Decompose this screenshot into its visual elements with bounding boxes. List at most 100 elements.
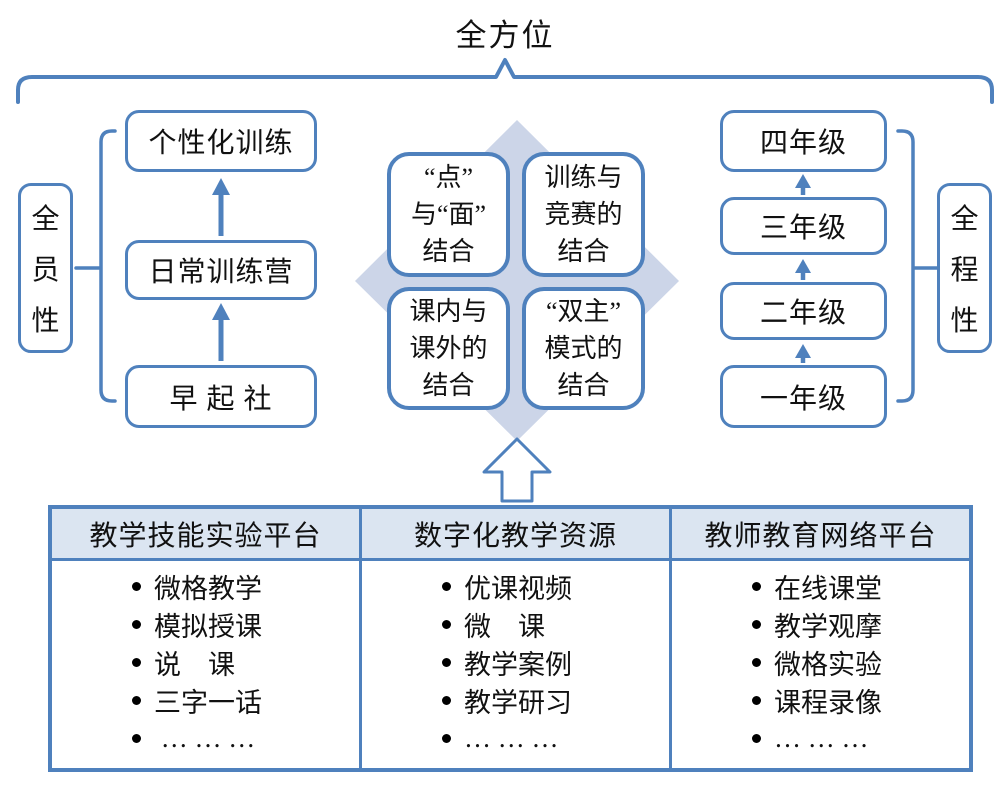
side-label-char: 全	[31, 204, 60, 235]
box-line: 结合	[557, 237, 610, 266]
bullet-icon	[442, 619, 451, 629]
list-item: 微 课	[442, 605, 669, 643]
bullet-icon	[442, 657, 451, 667]
right-box-grade-1: 一年级	[720, 365, 887, 428]
center-box-in-out-class: 课内与 课外的 结合	[387, 287, 510, 410]
side-label-char: 性	[31, 306, 60, 337]
table-header-skills-platform: 教学技能实验平台	[52, 509, 359, 561]
bullet-icon	[132, 695, 141, 705]
list-item: 微格教学	[132, 567, 359, 605]
list-item: 优课视频	[442, 567, 669, 605]
box-line: 模式的	[544, 334, 623, 363]
list-item: 在线课堂	[752, 567, 969, 605]
list-item: 课程录像	[752, 681, 969, 719]
right-box-grade-3: 三年级	[720, 197, 887, 255]
box-line: 结合	[422, 237, 475, 266]
list-item-label: 优课视频	[464, 573, 572, 604]
top-brace	[16, 58, 994, 104]
bullet-icon	[132, 657, 141, 667]
box-label: 早 起 社	[169, 383, 273, 415]
list-item-label: 教学案例	[464, 649, 572, 680]
list-item-label: … … …	[774, 722, 869, 753]
left-bracket	[74, 129, 117, 403]
box-label: 个性化训练	[148, 128, 294, 159]
left-up-arrow-2	[212, 178, 230, 236]
right-box-grade-2: 二年级	[720, 282, 887, 340]
diagram-title: 全方位	[455, 18, 555, 53]
right-box-grade-4: 四年级	[720, 110, 887, 172]
box-line: 竞赛的	[544, 200, 623, 229]
list-item-label: 微 课	[464, 611, 545, 642]
box-line: 结合	[422, 371, 475, 400]
list-item-label: 微格教学	[154, 573, 262, 604]
side-label-char: 性	[950, 306, 979, 337]
list-item-label: 说 课	[154, 649, 235, 680]
center-box-point-and-area: “点” 与“面” 结合	[387, 152, 510, 277]
box-line: 结合	[557, 371, 610, 400]
box-line: 与“面”	[410, 200, 487, 229]
bullet-icon	[442, 581, 451, 591]
list-item: 三字一话	[132, 681, 359, 719]
table-column-skills-platform: 微格教学 模拟授课 说 课 三字一话 … … …	[52, 561, 359, 768]
bullet-icon	[752, 733, 761, 743]
list-item-label: 教学观摩	[774, 611, 882, 642]
list-item: 模拟授课	[132, 605, 359, 643]
right-up-arrow-2	[795, 259, 811, 280]
bullet-icon	[752, 581, 761, 591]
right-up-arrow-1	[795, 174, 811, 195]
bullet-icon	[442, 733, 451, 743]
bullet-icon	[132, 733, 141, 743]
box-line: “双主”	[545, 297, 622, 326]
box-line: 课外的	[409, 334, 488, 363]
list-item: 教学观摩	[752, 605, 969, 643]
left-box-personalized-training: 个性化训练	[125, 110, 317, 172]
list-item: … … …	[442, 719, 669, 757]
list-item-label: 课程录像	[774, 687, 882, 718]
list-item-label: 微格实验	[774, 649, 882, 680]
table-column-digital-resources: 优课视频 微 课 教学案例 教学研习 … … …	[359, 561, 669, 768]
side-label-char: 程	[950, 255, 979, 286]
list-item: … … …	[132, 719, 359, 757]
box-label: 三年级	[759, 213, 847, 244]
center-box-training-competition: 训练与 竞赛的 结合	[522, 152, 645, 277]
block-up-arrow	[482, 437, 552, 503]
bullet-icon	[752, 619, 761, 629]
side-label-char: 员	[31, 255, 60, 286]
platform-table: 教学技能实验平台 数字化教学资源 教师教育网络平台 微格教学 模拟授课 说 课 …	[48, 505, 973, 772]
list-item-label: 模拟授课	[154, 611, 262, 642]
bullet-icon	[132, 619, 141, 629]
side-label-char: 全	[950, 204, 979, 235]
right-up-arrow-3	[795, 344, 811, 363]
list-item: 教学案例	[442, 643, 669, 681]
list-item: … … …	[752, 719, 969, 757]
list-item-label: … … …	[154, 722, 256, 753]
list-item-label: … … …	[464, 722, 559, 753]
center-box-dual-subject-mode: “双主” 模式的 结合	[522, 287, 645, 410]
box-label: 四年级	[759, 128, 847, 159]
right-side-label: 全 程 性	[937, 183, 992, 353]
table-column-network-platform: 在线课堂 教学观摩 微格实验 课程录像 … … …	[669, 561, 969, 768]
bullet-icon	[132, 581, 141, 591]
list-item: 教学研习	[442, 681, 669, 719]
box-line: 训练与	[544, 163, 623, 192]
box-label: 日常训练营	[148, 257, 294, 288]
right-bracket	[896, 129, 939, 403]
bullet-icon	[752, 657, 761, 667]
bullet-icon	[442, 695, 451, 705]
box-label: 一年级	[759, 383, 847, 415]
table-header-digital-resources: 数字化教学资源	[359, 509, 669, 561]
left-side-label: 全 员 性	[18, 183, 73, 353]
list-item: 微格实验	[752, 643, 969, 681]
left-box-daily-training-camp: 日常训练营	[125, 240, 317, 300]
box-line: “点”	[423, 163, 474, 192]
list-item-label: 在线课堂	[774, 573, 882, 604]
list-item-label: 教学研习	[464, 687, 572, 718]
list-item-label: 三字一话	[154, 687, 262, 718]
left-up-arrow-1	[212, 303, 230, 361]
list-item: 说 课	[132, 643, 359, 681]
left-box-early-rise-club: 早 起 社	[125, 365, 317, 428]
box-line: 课内与	[409, 297, 488, 326]
box-label: 二年级	[759, 298, 847, 329]
bullet-icon	[752, 695, 761, 705]
